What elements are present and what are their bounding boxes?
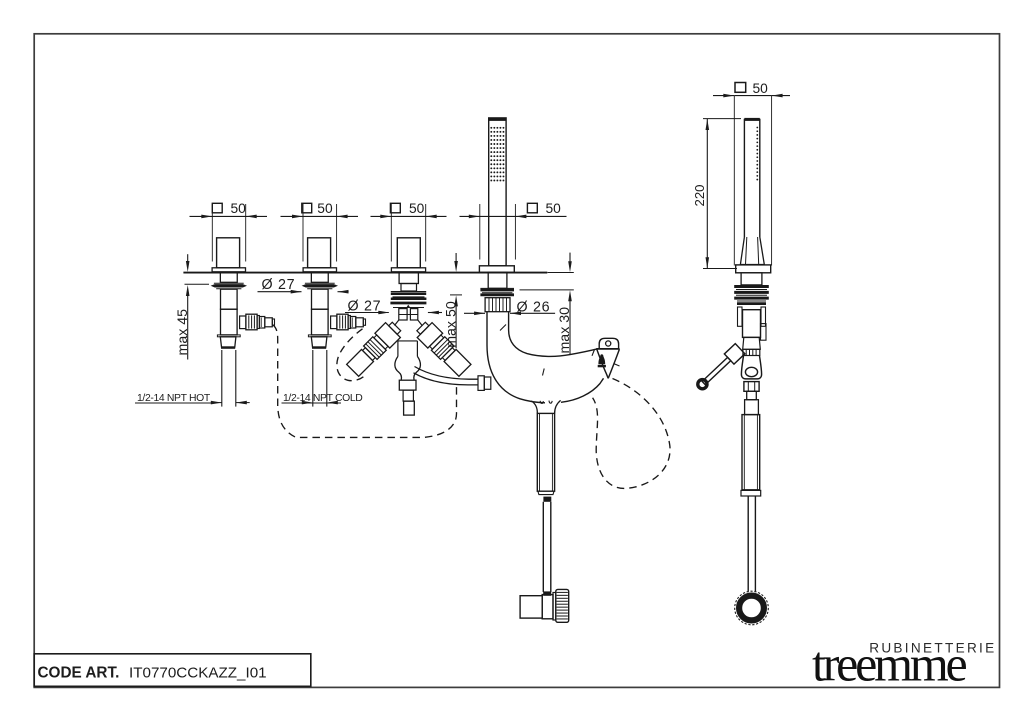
svg-text:RUBINETTERIE: RUBINETTERIE <box>869 641 996 656</box>
svg-text:treemme: treemme <box>812 635 967 691</box>
svg-text:Ø 26: Ø 26 <box>517 299 551 315</box>
svg-text:IT0770CCKAZZ_I01: IT0770CCKAZZ_I01 <box>129 665 267 682</box>
svg-text:50: 50 <box>753 81 769 96</box>
svg-text:50: 50 <box>546 201 562 216</box>
svg-text:CODE ART.: CODE ART. <box>38 665 120 682</box>
svg-text:50: 50 <box>409 201 425 216</box>
svg-text:1/2-14 NPT HOT: 1/2-14 NPT HOT <box>137 393 211 404</box>
svg-text:Ø 27: Ø 27 <box>262 277 296 293</box>
svg-text:max 30: max 30 <box>557 307 573 354</box>
svg-text:Ø 27: Ø 27 <box>348 298 382 314</box>
svg-text:max 45: max 45 <box>175 309 191 356</box>
svg-text:max 50: max 50 <box>443 301 459 348</box>
svg-text:220: 220 <box>692 184 707 206</box>
svg-text:50: 50 <box>231 201 247 216</box>
svg-text:1/2-14 NPT COLD: 1/2-14 NPT COLD <box>283 393 362 404</box>
svg-text:50: 50 <box>317 201 333 216</box>
